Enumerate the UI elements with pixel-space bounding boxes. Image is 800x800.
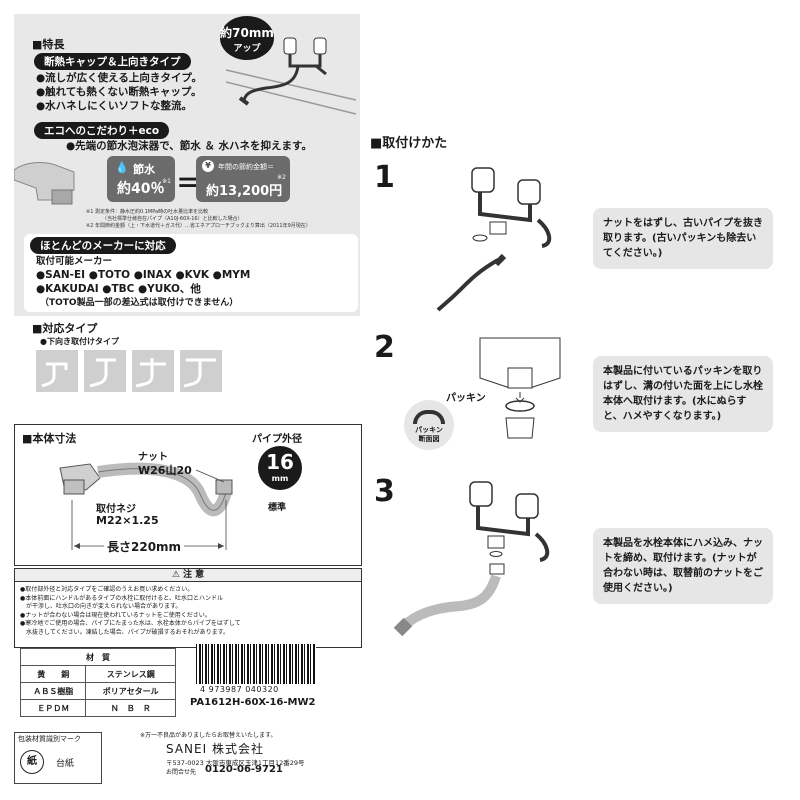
step-2-number: 2: [374, 330, 395, 365]
material-cell: ＥＰＤＭ: [19, 699, 87, 717]
nut-value: W26山20: [138, 464, 192, 477]
annual-save-value: 約13,200円: [206, 184, 283, 199]
up-badge: 約70mm アップ: [220, 16, 274, 60]
pipe-drawing: [59, 462, 233, 550]
feature-bullet-2: ●触れても熱くない断熱キャップ。: [36, 86, 202, 98]
caution-line: ●寒冷地でご使用の場合、パイプにたまった水は、水栓本体からパイプをはずして: [20, 620, 241, 627]
materials-title: 材 質: [20, 648, 176, 666]
step-1-number: 1: [374, 160, 395, 195]
dimensions-panel: [14, 424, 362, 566]
packing-section-icon: パッキン断面図: [404, 400, 454, 450]
makers-pill: ほとんどのメーカーに対応: [30, 237, 176, 254]
step-1-callout: ナットをはずし、古いパイプを抜き取ります。(古いパッキンも除去いてください。): [593, 208, 773, 269]
support-type-sub: ●下向き取付けタイプ: [40, 337, 119, 346]
nut-label: ナット: [138, 452, 168, 463]
length-value: 長さ220mm: [104, 538, 185, 555]
company-address: 〒537-0023 大阪市東成区玉津1丁目12番29号: [166, 759, 305, 767]
material-cell: ステンレス鋼: [85, 665, 176, 683]
annual-save-note: ※2: [277, 174, 286, 181]
eco-bullet: ●先端の節水泡沫器で、節水 ＆ 水ハネを抑えます。: [66, 140, 313, 152]
features-pill: 断熱キャップ＆上向きタイプ: [34, 53, 191, 70]
support-type-title: ■対応タイプ: [32, 322, 98, 335]
caution-panel: [14, 568, 362, 648]
caution-lines: ●取付部外径と対応タイプをご確認のうえお買い求めください。 ●本体前面にハンドル…: [20, 586, 241, 637]
packaging-label: 台紙: [56, 759, 75, 769]
faucet-up-illustration: [226, 37, 356, 115]
material-cell: ＡＢＳ樹脂: [19, 682, 87, 700]
features-title: ■特長: [32, 38, 65, 51]
feature-bullet-3: ●水ハネしにくいソフトな整流。: [36, 100, 192, 112]
caution-line: ●ナットが合わない場合は現在使われているナットをご使用ください。: [20, 611, 211, 619]
water-save-label: 節水: [133, 163, 155, 176]
coin-bag-icon: ¥: [202, 160, 214, 172]
step-1-illustration: [436, 167, 552, 312]
pipe-diameter-badge: 16 mm: [258, 446, 302, 490]
footnote-1: ※1 測定条件：静水圧約0.1MPa時の吐水量比率を比較: [86, 209, 209, 215]
barcode: [196, 644, 316, 684]
caution-line: ●本体前面にハンドルがあるタイプの水栓に取付けると、吐水口とハンドル: [20, 594, 223, 602]
standard-label: 標準: [268, 503, 287, 513]
up-badge-text: アップ: [233, 44, 261, 54]
material-cell: 黄 銅: [19, 665, 87, 683]
feature-bullet-1: ●流しが広く使える上向きタイプ。: [36, 72, 203, 84]
paper-recycle-icon: 紙: [20, 750, 44, 774]
water-save-note: ※1: [162, 178, 171, 185]
pipe-diameter-label: パイプ外径: [252, 434, 302, 445]
footnote-2: （当社標準仕様自在パイプ（A10J-60X-16）と比較した場合）: [102, 216, 243, 222]
material-cell: ポリアセタール: [85, 682, 176, 700]
packing-shape: [413, 410, 445, 424]
model-number: PA1612H-60X-16-MW2: [190, 697, 316, 708]
annual-save-label: 年間の節約金額＝: [218, 163, 274, 171]
table-row: 黄 銅ステンレス鋼: [19, 665, 176, 683]
packing-label: パッキン: [446, 393, 486, 404]
water-drop-icon: 💧: [115, 161, 129, 174]
tel-number: 0120-06-9721: [205, 764, 283, 775]
screw-label: 取付ネジ: [96, 504, 136, 515]
step-3-callout: 本製品を水栓本体にハメ込み、ナットを締め、取付けます。(ナットが合わない時は、取…: [593, 528, 773, 604]
packaging-title: 包装材質識別マーク: [18, 735, 81, 743]
step-2-illustration: [479, 337, 561, 439]
eco-pill: エコへのこだわり＋eco: [34, 122, 170, 139]
faucet-tip-illustration: [14, 162, 75, 205]
material-cell: Ｎ Ｂ Ｒ: [85, 699, 176, 717]
barcode-number: 4 973987 040320: [200, 685, 279, 694]
pipe-diameter-unit: mm: [271, 474, 289, 483]
packaging-mark-panel: [14, 732, 102, 784]
replacement-notice: ※万一不良品がありましたらお取替えいたします。: [140, 732, 277, 739]
water-save-box: 💧 節水 約40％ ※1: [107, 156, 175, 202]
makers-line-2: ●KAKUDAI ●TBC ●YUKO、他: [36, 283, 201, 295]
step-3-illustration: [393, 481, 550, 637]
footnote-3: ※2 年間節約金額（上・下水道代＋ガス代）…省エネアプローチブックより算出（20…: [86, 223, 311, 229]
tel-label: お問合せ先: [166, 769, 197, 776]
table-row: ＡＢＳ樹脂ポリアセタール: [19, 682, 176, 700]
makers-line-3: （TOTO製品一部の差込式は取付けできません）: [40, 298, 239, 308]
water-save-value: 約40％: [117, 181, 165, 197]
makers-line-1: ●SAN-EI ●TOTO ●INAX ●KVK ●MYM: [36, 269, 251, 281]
step-3-number: 3: [374, 474, 395, 509]
screw-value: M22×1.25: [96, 514, 159, 527]
type-icons: [36, 350, 222, 396]
pipe-diameter-value: 16: [266, 450, 294, 474]
install-title: ■取付けかた: [370, 136, 448, 151]
caution-line: が干渉し、吐水口の向きが変えられない場合があります。: [20, 603, 182, 610]
company-name: SANEI 株式会社: [166, 742, 264, 756]
packing-section-label: パッキン断面図: [415, 426, 443, 443]
makers-label: 取付可能メーカー: [36, 256, 113, 267]
up-badge-value: 約70mm: [220, 26, 274, 40]
step-2-callout: 本製品に付いているパッキンを取りはずし、溝の付いた面を上にし水栓本体へ取付けます…: [593, 356, 773, 432]
caution-line: 水抜きしてください。凍結した場合、パイプが破損するおそれがあります。: [20, 628, 230, 636]
dimensions-title: ■本体寸法: [22, 432, 77, 445]
caution-title: ⚠ 注 意: [15, 569, 361, 582]
caution-line: ●取付部外径と対応タイプをご確認のうえお買い求めください。: [20, 586, 194, 593]
annual-save-box: ¥ 年間の節約金額＝ ※2 約13,200円: [196, 156, 290, 202]
